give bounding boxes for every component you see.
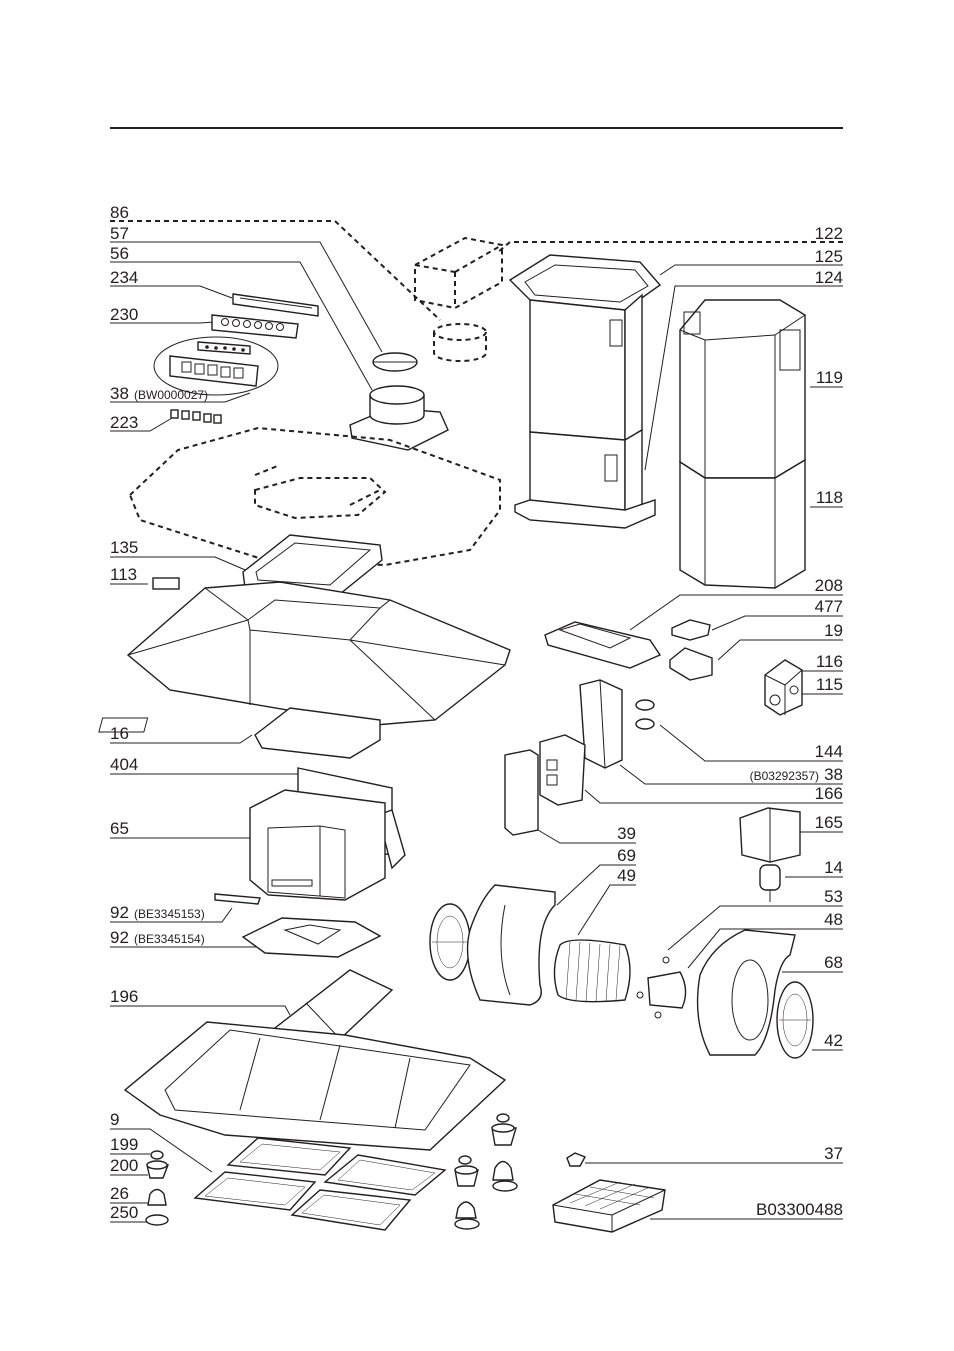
part-144-grommets	[636, 700, 654, 729]
lower-hood-canopy	[125, 1022, 505, 1150]
part-166-board	[540, 735, 585, 805]
lamp-parts-left	[146, 1151, 168, 1225]
label-115: 115	[816, 675, 843, 694]
label-9: 9	[110, 1110, 119, 1129]
part-69-blower-housing-left	[468, 885, 555, 1005]
label-92-a-code: (BE3345153)	[134, 907, 205, 921]
label-125: 125	[815, 247, 843, 266]
part-42-grille-left	[430, 904, 470, 980]
label-14: 14	[824, 858, 843, 877]
label-234: 234	[110, 268, 138, 287]
label-166: 166	[815, 784, 843, 803]
label-208: 208	[815, 576, 843, 595]
part-14-capacitor	[760, 865, 780, 902]
label-16: 16	[110, 724, 129, 743]
label-223: 223	[110, 413, 138, 432]
label-250: 250	[110, 1203, 138, 1222]
label-38-b0: 38	[824, 765, 843, 784]
label-b03300488: B03300488	[756, 1200, 843, 1219]
part-56-connector	[350, 386, 448, 450]
part-37-clip	[567, 1153, 585, 1166]
label-57: 57	[110, 224, 129, 243]
label-116: 116	[816, 652, 843, 671]
label-122: 122	[815, 224, 843, 243]
part-118-chimney-lower	[680, 460, 805, 588]
label-42: 42	[824, 1031, 843, 1050]
leader-49	[578, 885, 636, 935]
label-118: 118	[816, 488, 843, 507]
leader-122	[498, 242, 843, 252]
label-68: 68	[824, 953, 843, 972]
label-92-b: 92	[110, 928, 129, 947]
part-16-plate	[99, 708, 380, 758]
carbon-filter-b03300488	[553, 1180, 665, 1232]
part-477-bracket	[672, 620, 710, 640]
leader-196	[110, 1006, 290, 1015]
part-86-dashed-duct	[415, 238, 502, 361]
label-65: 65	[110, 819, 129, 838]
leader-208	[630, 595, 843, 630]
label-124: 124	[815, 268, 843, 287]
label-196: 196	[110, 987, 138, 1006]
part-92-strip	[215, 894, 260, 904]
label-119: 119	[816, 368, 843, 387]
label-26: 26	[110, 1184, 129, 1203]
label-135: 135	[110, 538, 138, 557]
leader-234	[110, 286, 232, 298]
part-119-chimney-upper	[680, 300, 805, 478]
part-208-transformer	[545, 622, 660, 668]
part-9-grease-filters	[195, 1138, 445, 1230]
label-404: 404	[110, 755, 138, 774]
label-69: 69	[617, 846, 636, 865]
label-56: 56	[110, 244, 129, 263]
label-19: 19	[824, 621, 843, 640]
label-38-bw: 38	[110, 384, 129, 403]
part-165-bracket	[740, 808, 800, 862]
label-199: 199	[110, 1135, 138, 1154]
part-115-junction-box	[765, 660, 802, 715]
label-200: 200	[110, 1156, 138, 1175]
part-113-plate	[153, 578, 179, 589]
label-92-b-code: (BE3345154)	[134, 932, 205, 946]
label-86: 86	[110, 203, 129, 222]
part-38-keypad-board	[154, 337, 278, 395]
part-48-motor	[637, 957, 686, 1018]
part-234-trim	[233, 294, 318, 316]
label-113: 113	[110, 565, 137, 584]
part-92-plate	[243, 918, 380, 957]
part-65-housing	[250, 790, 385, 900]
part-19-bracket	[670, 648, 712, 680]
part-39-board-cover	[505, 750, 538, 835]
part-42-grille-right	[777, 982, 813, 1058]
part-230-control-panel	[212, 315, 298, 338]
leader-16	[110, 735, 252, 743]
part-49-fan-wheel	[554, 940, 630, 1002]
label-49: 49	[617, 866, 636, 885]
part-57-flap	[373, 353, 417, 371]
main-hood-canopy	[128, 582, 510, 725]
label-38-b0-code: (B03292357)	[750, 769, 819, 783]
leader-166	[585, 790, 843, 803]
lamp-parts-center	[455, 1114, 517, 1229]
label-92-a: 92	[110, 903, 129, 922]
label-37: 37	[824, 1144, 843, 1163]
label-39: 39	[617, 824, 636, 843]
part-223-buttons	[171, 410, 221, 423]
part-125-chimney-inner	[510, 255, 660, 528]
part-38-bracket	[580, 680, 622, 768]
label-38-bw-code: (BW0000027)	[134, 388, 208, 402]
label-230: 230	[110, 305, 138, 324]
label-48: 48	[824, 910, 843, 929]
label-144: 144	[815, 742, 843, 761]
label-477: 477	[815, 597, 843, 616]
label-53: 53	[824, 887, 843, 906]
label-165: 165	[815, 813, 843, 832]
